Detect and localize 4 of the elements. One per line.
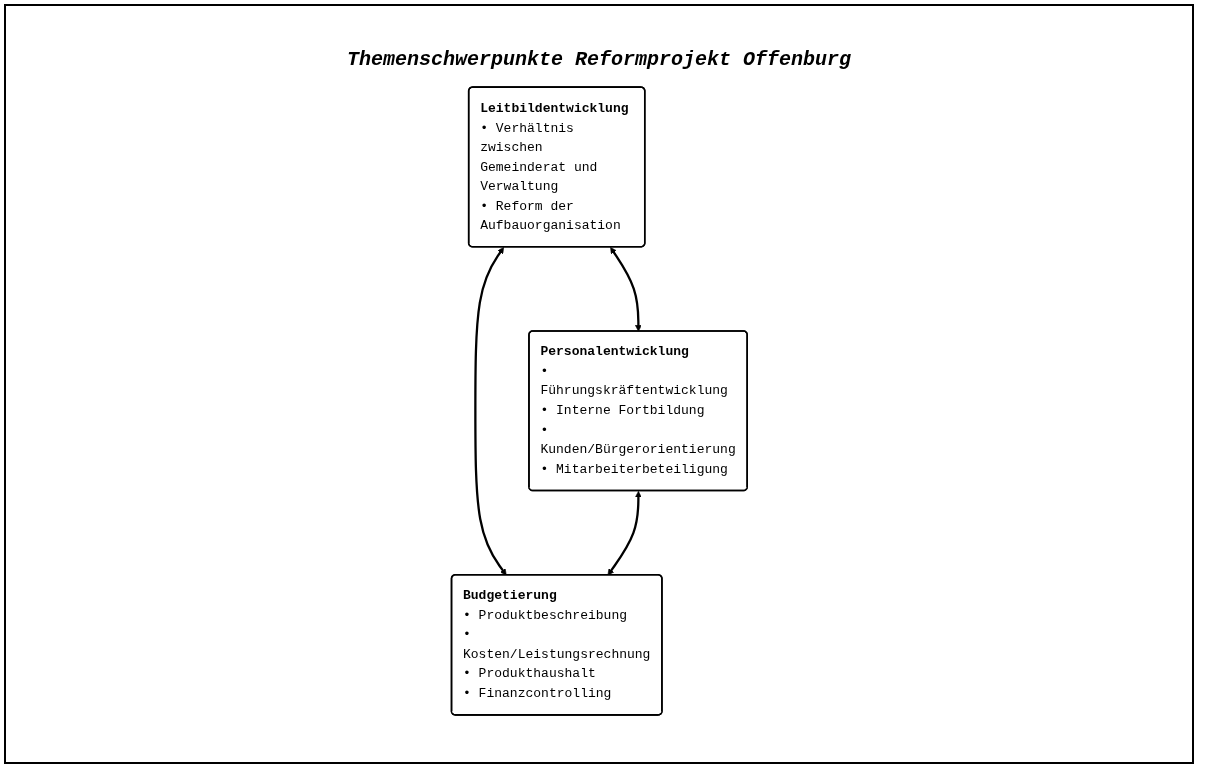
arrow xyxy=(609,247,642,332)
arrow xyxy=(473,247,507,576)
diagram-title: Themenschwerpunkte Reformprojekt Offenburg xyxy=(346,48,852,71)
arrow xyxy=(607,490,642,576)
